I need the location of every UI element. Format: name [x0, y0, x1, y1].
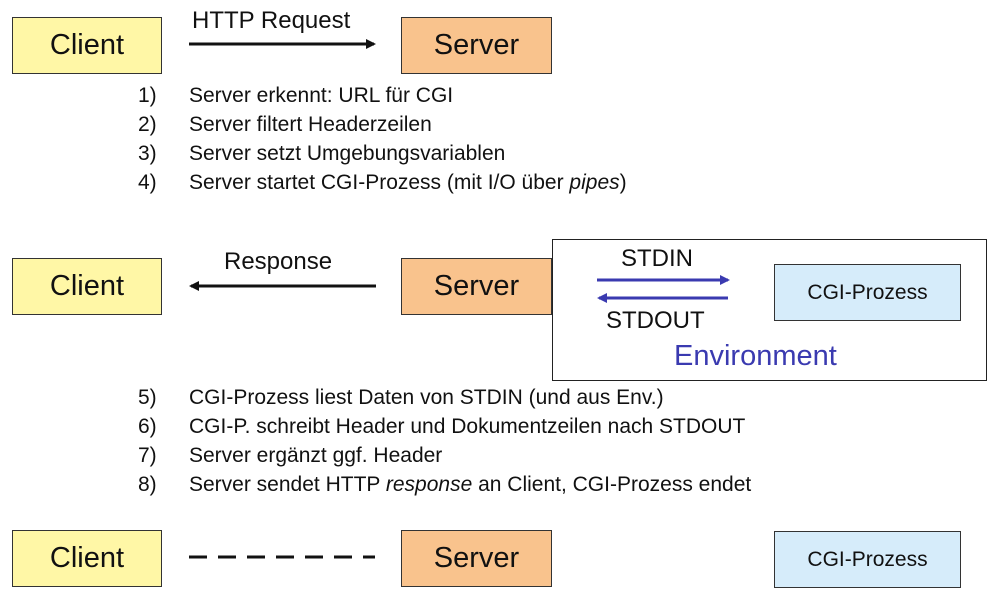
environment-label: Environment [674, 340, 837, 372]
step-text: Server sendet HTTP [189, 473, 386, 496]
client-box-final: Client [12, 530, 162, 587]
http-request-label: HTTP Request [192, 7, 351, 34]
server-label: Server [433, 270, 520, 302]
cgi-process-label: CGI-Prozess [807, 280, 928, 304]
step-number: 8) [138, 473, 157, 496]
step-number: 2) [138, 113, 157, 136]
step-text: Server ergänzt ggf. Header [189, 444, 443, 467]
cgi-process-label: CGI-Prozess [807, 547, 928, 571]
step-number: 4) [138, 171, 157, 194]
step-number: 7) [138, 444, 157, 467]
step-item: 5) CGI-Prozess liest Daten von STDIN (und… [138, 383, 751, 412]
step-text: Server filtert Headerzeilen [189, 113, 432, 136]
cgi-process-box-ended: CGI-Prozess [774, 531, 961, 588]
step-item: 8) Server sendet HTTP response an Client,… [138, 470, 751, 499]
step-item: 6) CGI-P. schreibt Header und Dokumentzei… [138, 412, 751, 441]
step-item: 3) Server setzt Umgebungsvariablen [138, 139, 627, 168]
step-item: 1) Server erkennt: URL für CGI [138, 81, 627, 110]
client-label: Client [49, 542, 125, 574]
steps-list-request: 1) Server erkennt: URL für CGI 2) Server fi… [138, 81, 627, 197]
step-number: 6) [138, 415, 157, 438]
stdout-label: STDOUT [606, 307, 705, 334]
response-label: Response [224, 248, 333, 275]
server-box-response: Server [401, 258, 552, 315]
server-box-request: Server [401, 17, 552, 74]
step-text: CGI-Prozess liest Daten von STDIN (und a… [189, 386, 664, 409]
steps-list-response: 5) CGI-Prozess liest Daten von STDIN (und… [138, 383, 751, 499]
step-text: pipes [569, 171, 620, 194]
step-text: Server startet CGI-Prozess (mit I/O über [189, 171, 570, 194]
step-text: response [385, 473, 473, 496]
step-text: an Client, CGI-Prozess endet [472, 473, 752, 496]
step-item: 2) Server filtert Headerzeilen [138, 110, 627, 139]
step-text: CGI-P. schreibt Header und Dokumentzeile… [189, 415, 746, 438]
stdin-label: STDIN [621, 245, 693, 272]
cgi-process-box-running: CGI-Prozess [774, 264, 961, 321]
step-item: 4) Server startet CGI-Prozess (mit I/O üb… [138, 168, 627, 197]
server-label: Server [433, 29, 520, 61]
step-text: Server erkennt: URL für CGI [189, 84, 454, 107]
client-label: Client [49, 270, 125, 302]
client-label: Client [49, 29, 125, 61]
step-number: 1) [138, 84, 157, 107]
step-item: 7) Server ergänzt ggf. Header [138, 441, 751, 470]
step-text: ) [619, 171, 627, 194]
client-box-request: Client [12, 17, 162, 74]
client-box-response: Client [12, 258, 162, 315]
step-number: 5) [138, 386, 157, 409]
step-text: Server setzt Umgebungsvariablen [189, 142, 506, 165]
server-box-final: Server [401, 530, 552, 587]
step-number: 3) [138, 142, 157, 165]
server-label: Server [433, 542, 520, 574]
